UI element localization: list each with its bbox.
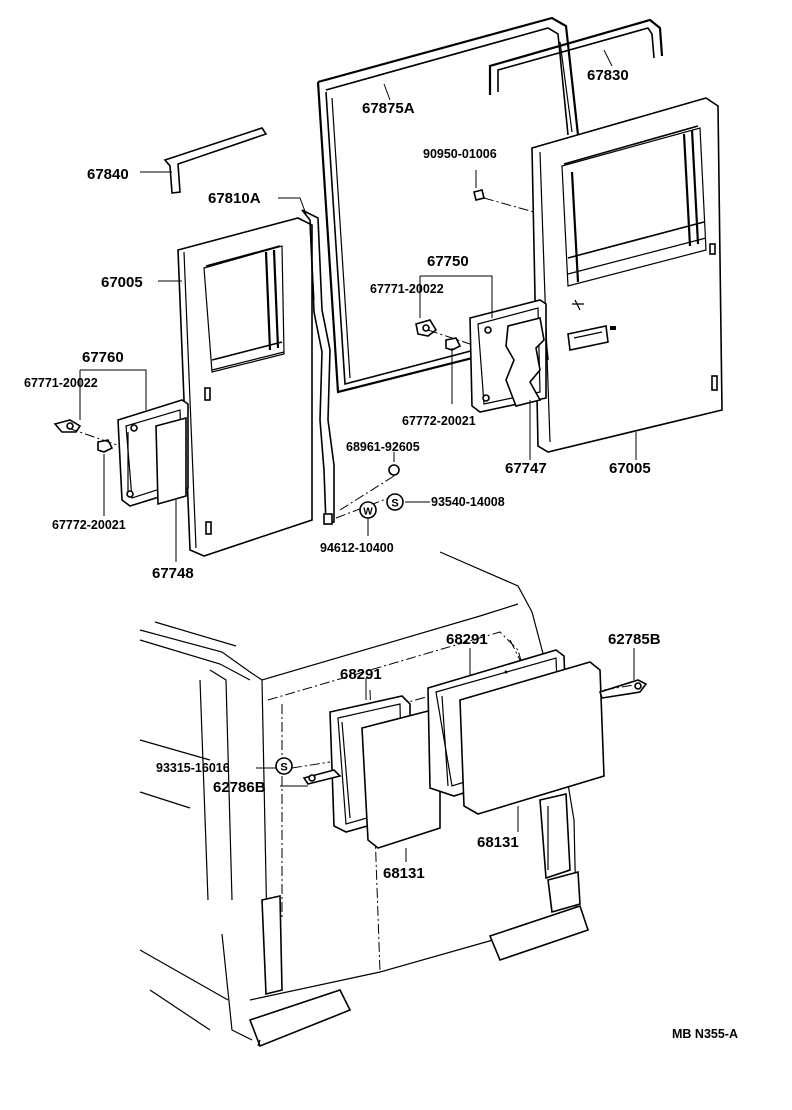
leader-lines: [79, 49, 637, 862]
label-67772-20021-right: 67772-20021: [402, 414, 476, 428]
label-93315-16016: 93315-16016: [156, 761, 230, 775]
diagram-code: MB N355-A: [672, 1027, 738, 1041]
left-handle-67771: [53, 419, 82, 433]
label-67772-20021-left: 67772-20021: [52, 518, 126, 532]
label-67810A: 67810A: [208, 190, 261, 207]
frame-weatherstrip-67875A: [316, 16, 580, 394]
label-67875A: 67875A: [362, 100, 415, 117]
label-90950-01006: 90950-01006: [423, 147, 497, 161]
nut-68961: [388, 464, 400, 476]
right-window-regulator-67750: [469, 299, 547, 413]
label-93540-14008: 93540-14008: [431, 495, 505, 509]
label-62785B: 62785B: [608, 631, 661, 648]
label-67771-20022-right: 67771-20022: [370, 282, 444, 296]
label-68131-left: 68131: [383, 865, 425, 882]
label-67830: 67830: [587, 67, 629, 84]
label-67771-20022-left: 67771-20022: [24, 376, 98, 390]
glass-run-67830: [488, 18, 664, 95]
label-67748: 67748: [152, 565, 194, 582]
left-handle-67772: [97, 439, 114, 453]
label-94612-10400: 94612-10400: [320, 541, 394, 555]
assembly-lines-bottom: [291, 683, 641, 769]
svg-text:S: S: [280, 762, 287, 774]
molding-67840: [163, 127, 268, 194]
label-67840: 67840: [87, 166, 129, 183]
label-67750: 67750: [427, 253, 469, 270]
label-68131-right: 68131: [477, 834, 519, 851]
right-door-panel-67005: [531, 97, 723, 453]
part-number-labels: 67830 67875A 90950-01006 67840 67810A 67…: [24, 67, 738, 1041]
w-mark-94612: W: [359, 501, 377, 519]
svg-text:W: W: [363, 507, 373, 518]
label-67005-left: 67005: [101, 274, 143, 291]
label-68291-right: 68291: [446, 631, 488, 648]
label-68961-92605: 68961-92605: [346, 440, 420, 454]
left-window-regulator-67760: [117, 399, 189, 507]
label-67747: 67747: [505, 460, 547, 477]
right-glass-68131: [459, 661, 605, 815]
clip-90950: [473, 189, 485, 201]
s-mark-93315: S: [275, 757, 293, 775]
label-68291-left: 68291: [340, 666, 382, 683]
label-67760: 67760: [82, 349, 124, 366]
label-67005-right: 67005: [609, 460, 651, 477]
right-handle-67771: [415, 319, 438, 337]
left-door-panel-67005: [177, 217, 313, 557]
svg-text:S: S: [391, 498, 398, 510]
label-62786B: 62786B: [213, 779, 266, 796]
hinge-62785B: [598, 679, 648, 699]
channel-67810A: [301, 209, 335, 526]
hinge-62786B: [302, 769, 342, 785]
s-mark-93540: S: [386, 493, 404, 511]
